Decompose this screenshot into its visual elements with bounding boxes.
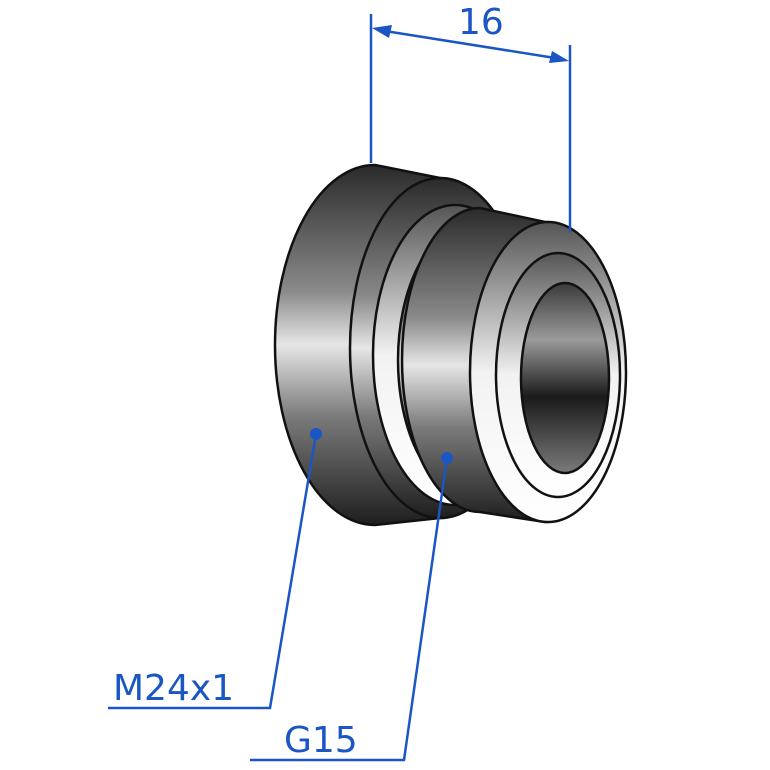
- label-outer-thread: M24x1: [113, 668, 234, 709]
- adapter-body: [273, 163, 628, 527]
- dimension-16: [369, 14, 572, 232]
- arrow-left-icon: [372, 25, 392, 38]
- leader-line: [108, 433, 318, 710]
- dimension-line: [384, 29, 556, 60]
- arrow-right-icon: [549, 51, 569, 63]
- leader-line: [250, 457, 449, 762]
- leader-inner-thread: [250, 452, 453, 762]
- dimension-value: 16: [458, 2, 504, 43]
- label-inner-thread: G15: [284, 720, 358, 761]
- leader-outer-thread: [108, 428, 322, 710]
- bore-hole: [519, 281, 611, 475]
